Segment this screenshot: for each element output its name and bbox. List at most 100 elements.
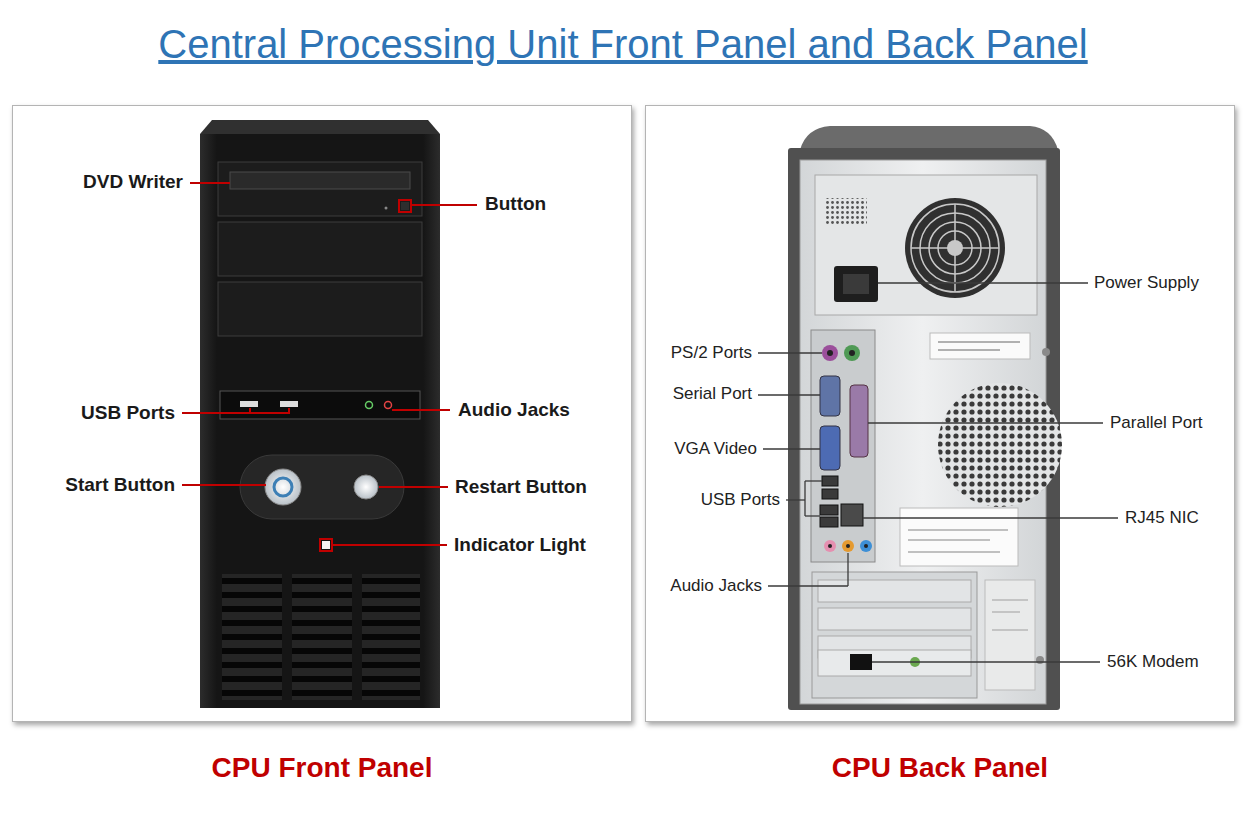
back-tower-part [843, 274, 869, 294]
back-leader-lines-part [758, 352, 822, 353]
part-label: USB Ports [701, 490, 780, 510]
back-leader-lines-part [878, 282, 1088, 283]
back-tower-part [820, 517, 838, 527]
back-tower-part [818, 580, 971, 602]
back-tower-part [908, 539, 990, 541]
back-tower-part [864, 544, 868, 548]
part-label: Start Button [65, 474, 175, 496]
back-tower-part [930, 333, 1030, 359]
back-tower-part [822, 345, 838, 361]
front-tower-part [218, 162, 422, 216]
panel-caption: CPU Back Panel [646, 752, 1234, 784]
back-tower-part [842, 540, 854, 552]
front-tower-part [274, 478, 292, 496]
back-leader-lines-part [763, 448, 820, 449]
back-tower-part [834, 266, 878, 302]
part-label: Restart Button [455, 476, 587, 498]
front-tower-part [200, 134, 440, 708]
part-label: Parallel Port [1110, 413, 1203, 433]
front-tower-part [280, 401, 298, 407]
front-tower-part [292, 574, 352, 700]
back-tower-part [822, 476, 838, 486]
back-tower-part [818, 650, 971, 676]
front-leader-lines-part [411, 204, 477, 206]
back-tower-part [908, 529, 1008, 531]
front-leader-lines-part [379, 486, 448, 488]
front-leader-lines-part [392, 409, 450, 411]
back-tower-part [846, 544, 850, 548]
front-leader-lines [182, 183, 477, 551]
back-tower-part [820, 426, 840, 470]
front-leader-lines-part [190, 182, 230, 184]
back-tower-part [938, 349, 1000, 351]
back-leader-lines-part [786, 499, 805, 500]
back-leader-lines-part [863, 517, 1118, 518]
back-tower-part [849, 350, 855, 356]
back-tower-part [992, 629, 1028, 631]
front-tower-part [385, 402, 392, 409]
back-leader-lines-part [805, 480, 822, 481]
back-tower-part [815, 175, 1037, 315]
part-label: Indicator Light [454, 534, 586, 556]
back-tower-part [900, 508, 1018, 566]
back-leader-lines [758, 283, 1118, 662]
back-tower-part [954, 204, 956, 292]
front-leader-lines-part [288, 408, 290, 413]
back-tower-part [1036, 656, 1044, 664]
back-tower-part [992, 611, 1020, 613]
front-leader-lines-part [182, 484, 266, 486]
part-label: VGA Video [674, 439, 757, 459]
front-tower-part [366, 402, 373, 409]
back-tower-part [1042, 348, 1050, 356]
back-tower-part [818, 608, 971, 630]
back-tower [788, 126, 1062, 710]
page-title: Central Processing Unit Front Panel and … [0, 20, 1246, 68]
front-tower-part [385, 207, 388, 210]
part-label: PS/2 Ports [671, 343, 752, 363]
part-label: Serial Port [673, 384, 752, 404]
back-leader-lines-part [768, 585, 848, 586]
back-tower-part [812, 572, 977, 698]
back-tower-part [860, 540, 872, 552]
back-tower-part [938, 383, 1062, 507]
front-leader-lines-part [399, 200, 411, 212]
back-tower-part [822, 489, 838, 499]
panel-caption: CPU Front Panel [13, 752, 631, 784]
front-tower-part [230, 172, 410, 189]
front-tower-part [265, 469, 301, 505]
part-label: USB Ports [81, 402, 175, 424]
back-tower-part [820, 376, 840, 416]
front-tower-part [220, 391, 420, 419]
front-tower-part [240, 401, 258, 407]
back-leader-lines-part [847, 553, 848, 586]
back-tower-part [811, 330, 875, 562]
back-tower-part [827, 350, 833, 356]
front-tower-part [362, 574, 420, 700]
back-leader-lines-part [758, 394, 820, 395]
part-label: RJ45 NIC [1125, 508, 1199, 528]
back-tower-part [938, 341, 1020, 343]
back-tower-part [824, 540, 836, 552]
front-leader-lines-part [249, 408, 251, 413]
back-tower-part [820, 505, 838, 515]
back-tower-part [850, 385, 868, 457]
part-label: Power Supply [1094, 273, 1199, 293]
part-label: Audio Jacks [458, 399, 570, 421]
back-tower-part [825, 198, 867, 224]
front-leader-lines-part [320, 539, 332, 551]
front-tower-part [354, 475, 378, 499]
back-tower-part [828, 544, 832, 548]
back-tower-part [908, 551, 1000, 553]
back-tower-part [985, 580, 1035, 690]
part-label: Audio Jacks [670, 576, 762, 596]
front-tower-part [222, 574, 282, 700]
back-tower-part [841, 504, 863, 526]
back-tower-part [911, 204, 999, 292]
back-tower-part [850, 654, 872, 670]
front-tower-part [218, 282, 422, 336]
part-label: Button [485, 193, 546, 215]
front-tower-part [401, 202, 409, 210]
back-tower-part [992, 599, 1028, 601]
